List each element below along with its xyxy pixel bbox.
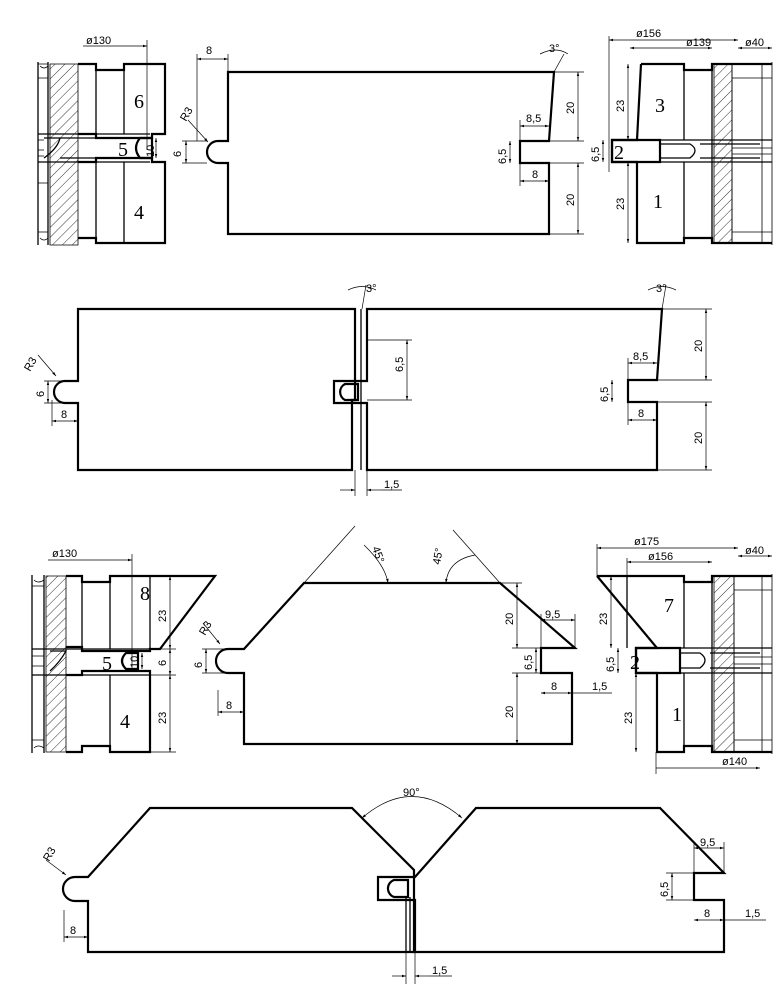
part-number-2: 2 xyxy=(614,142,624,164)
label-90deg-row4: 90° xyxy=(403,787,420,799)
label-d156-row3: ø156 xyxy=(648,551,673,563)
part-number-4: 4 xyxy=(134,202,144,224)
dimensions-row4 xyxy=(45,796,766,984)
label-9-5-row4: 9,5 xyxy=(700,837,715,849)
label-8-row2b: 8 xyxy=(638,408,644,420)
part-number-1: 1 xyxy=(653,191,663,213)
label-d130-row1: ø130 xyxy=(86,35,111,47)
label-3deg-row2a: 3° xyxy=(366,283,377,295)
label-23-row3b: 23 xyxy=(157,712,169,724)
label-1-5-row4a: 1,5 xyxy=(745,908,760,920)
label-20-row1b: 20 xyxy=(565,194,577,206)
label-10-row1: 10 xyxy=(145,145,157,157)
label-9-5-row3: 9,5 xyxy=(545,609,560,621)
label-r3-row1: R3 xyxy=(178,105,195,123)
label-r3-row2: R3 xyxy=(22,355,39,373)
label-6-5-row1-right: 6,5 xyxy=(590,147,602,162)
label-d40-row3: ø40 xyxy=(745,545,764,557)
label-6-5-row1: 6,5 xyxy=(497,149,509,164)
label-d175-row3: ø175 xyxy=(634,536,659,548)
label-8-5-row1: 8,5 xyxy=(526,113,541,125)
label-20-row3b: 20 xyxy=(504,706,516,718)
part-number-4-row3: 4 xyxy=(120,711,130,733)
board-assembly-row2 xyxy=(52,284,667,472)
label-d40-row1: ø40 xyxy=(745,37,764,49)
part-number-7: 7 xyxy=(664,595,674,617)
label-6-row3a: 6 xyxy=(157,660,169,666)
label-d140-row3: ø140 xyxy=(722,756,747,768)
label-6-5-row2b: 6,5 xyxy=(599,387,611,402)
label-r3-row4: R3 xyxy=(41,845,58,863)
dimensions-row2 xyxy=(37,286,712,496)
label-d139-row1: ø139 xyxy=(686,37,711,49)
label-23-row3d: 23 xyxy=(623,712,635,724)
label-3deg-row2b: 3° xyxy=(656,283,667,295)
part-number-1-row3: 1 xyxy=(672,704,682,726)
board-profile-row1 xyxy=(205,53,565,236)
part-number-6: 6 xyxy=(134,91,144,113)
label-6-row2: 6 xyxy=(35,391,47,397)
part-number-2-row3: 2 xyxy=(630,652,640,674)
label-6-5-row3: 6,5 xyxy=(523,655,535,670)
label-r3-row3: R3 xyxy=(197,619,214,637)
label-d156-row1: ø156 xyxy=(636,28,661,40)
label-8-row2a: 8 xyxy=(61,409,67,421)
label-20-row3a: 20 xyxy=(504,613,516,625)
label-6-5-row4: 6,5 xyxy=(659,882,671,897)
label-10-row3: 10 xyxy=(129,656,141,668)
label-1-5-row2: 1,5 xyxy=(384,479,399,491)
label-8-row3b: 8 xyxy=(551,681,557,693)
label-1-5-row3: 1,5 xyxy=(592,681,607,693)
cutter-stack-8-5-4 xyxy=(31,574,218,754)
cutter-stack-3-2-1 xyxy=(610,62,773,245)
board-assembly-row4 xyxy=(61,806,727,954)
label-8-row1b: 8 xyxy=(532,169,538,181)
label-20-row2b: 20 xyxy=(693,432,705,444)
dimensions-row3-left xyxy=(48,554,176,753)
part-number-3: 3 xyxy=(655,95,665,117)
label-8-row4a: 8 xyxy=(70,925,76,937)
label-6-5-row2a: 6,5 xyxy=(394,357,406,372)
dimensions-row3-board xyxy=(202,544,612,744)
dimension-d130-row1 xyxy=(83,40,148,150)
label-6-5-row3-right: 6,5 xyxy=(605,657,617,672)
label-8-row1a: 8 xyxy=(206,45,212,57)
label-6-row1: 6 xyxy=(172,151,184,157)
label-45deg-row3b: 45° xyxy=(431,547,446,565)
cutter-stack-7-2-1 xyxy=(596,574,773,754)
label-8-row4b: 8 xyxy=(704,908,710,920)
board-profile-row3 xyxy=(214,525,578,746)
label-20-row1a: 20 xyxy=(565,102,577,114)
part-number-8: 8 xyxy=(140,583,150,605)
part-number-5: 5 xyxy=(118,139,128,161)
label-23-row1b: 23 xyxy=(615,198,627,210)
cutter-stack-6-5-4 xyxy=(37,62,167,246)
label-45deg-row3a: 45° xyxy=(369,545,386,565)
label-6-row3b: 6 xyxy=(193,662,205,668)
label-8-5-row2: 8,5 xyxy=(633,351,648,363)
label-23-row3a: 23 xyxy=(157,610,169,622)
label-23-row3c: 23 xyxy=(598,613,610,625)
label-d130-row3: ø130 xyxy=(52,548,77,560)
label-8-row3a: 8 xyxy=(226,700,232,712)
dimensions-row1-right xyxy=(601,36,772,243)
dimensions-row1-board xyxy=(182,49,584,235)
label-23-row1a: 23 xyxy=(615,100,627,112)
label-20-row2a: 20 xyxy=(693,340,705,352)
label-1-5-row4b: 1,5 xyxy=(432,965,447,977)
dimensions-row3-right xyxy=(596,544,772,774)
label-3deg-row1: 3° xyxy=(549,43,560,55)
part-number-5-row3: 5 xyxy=(102,653,112,675)
